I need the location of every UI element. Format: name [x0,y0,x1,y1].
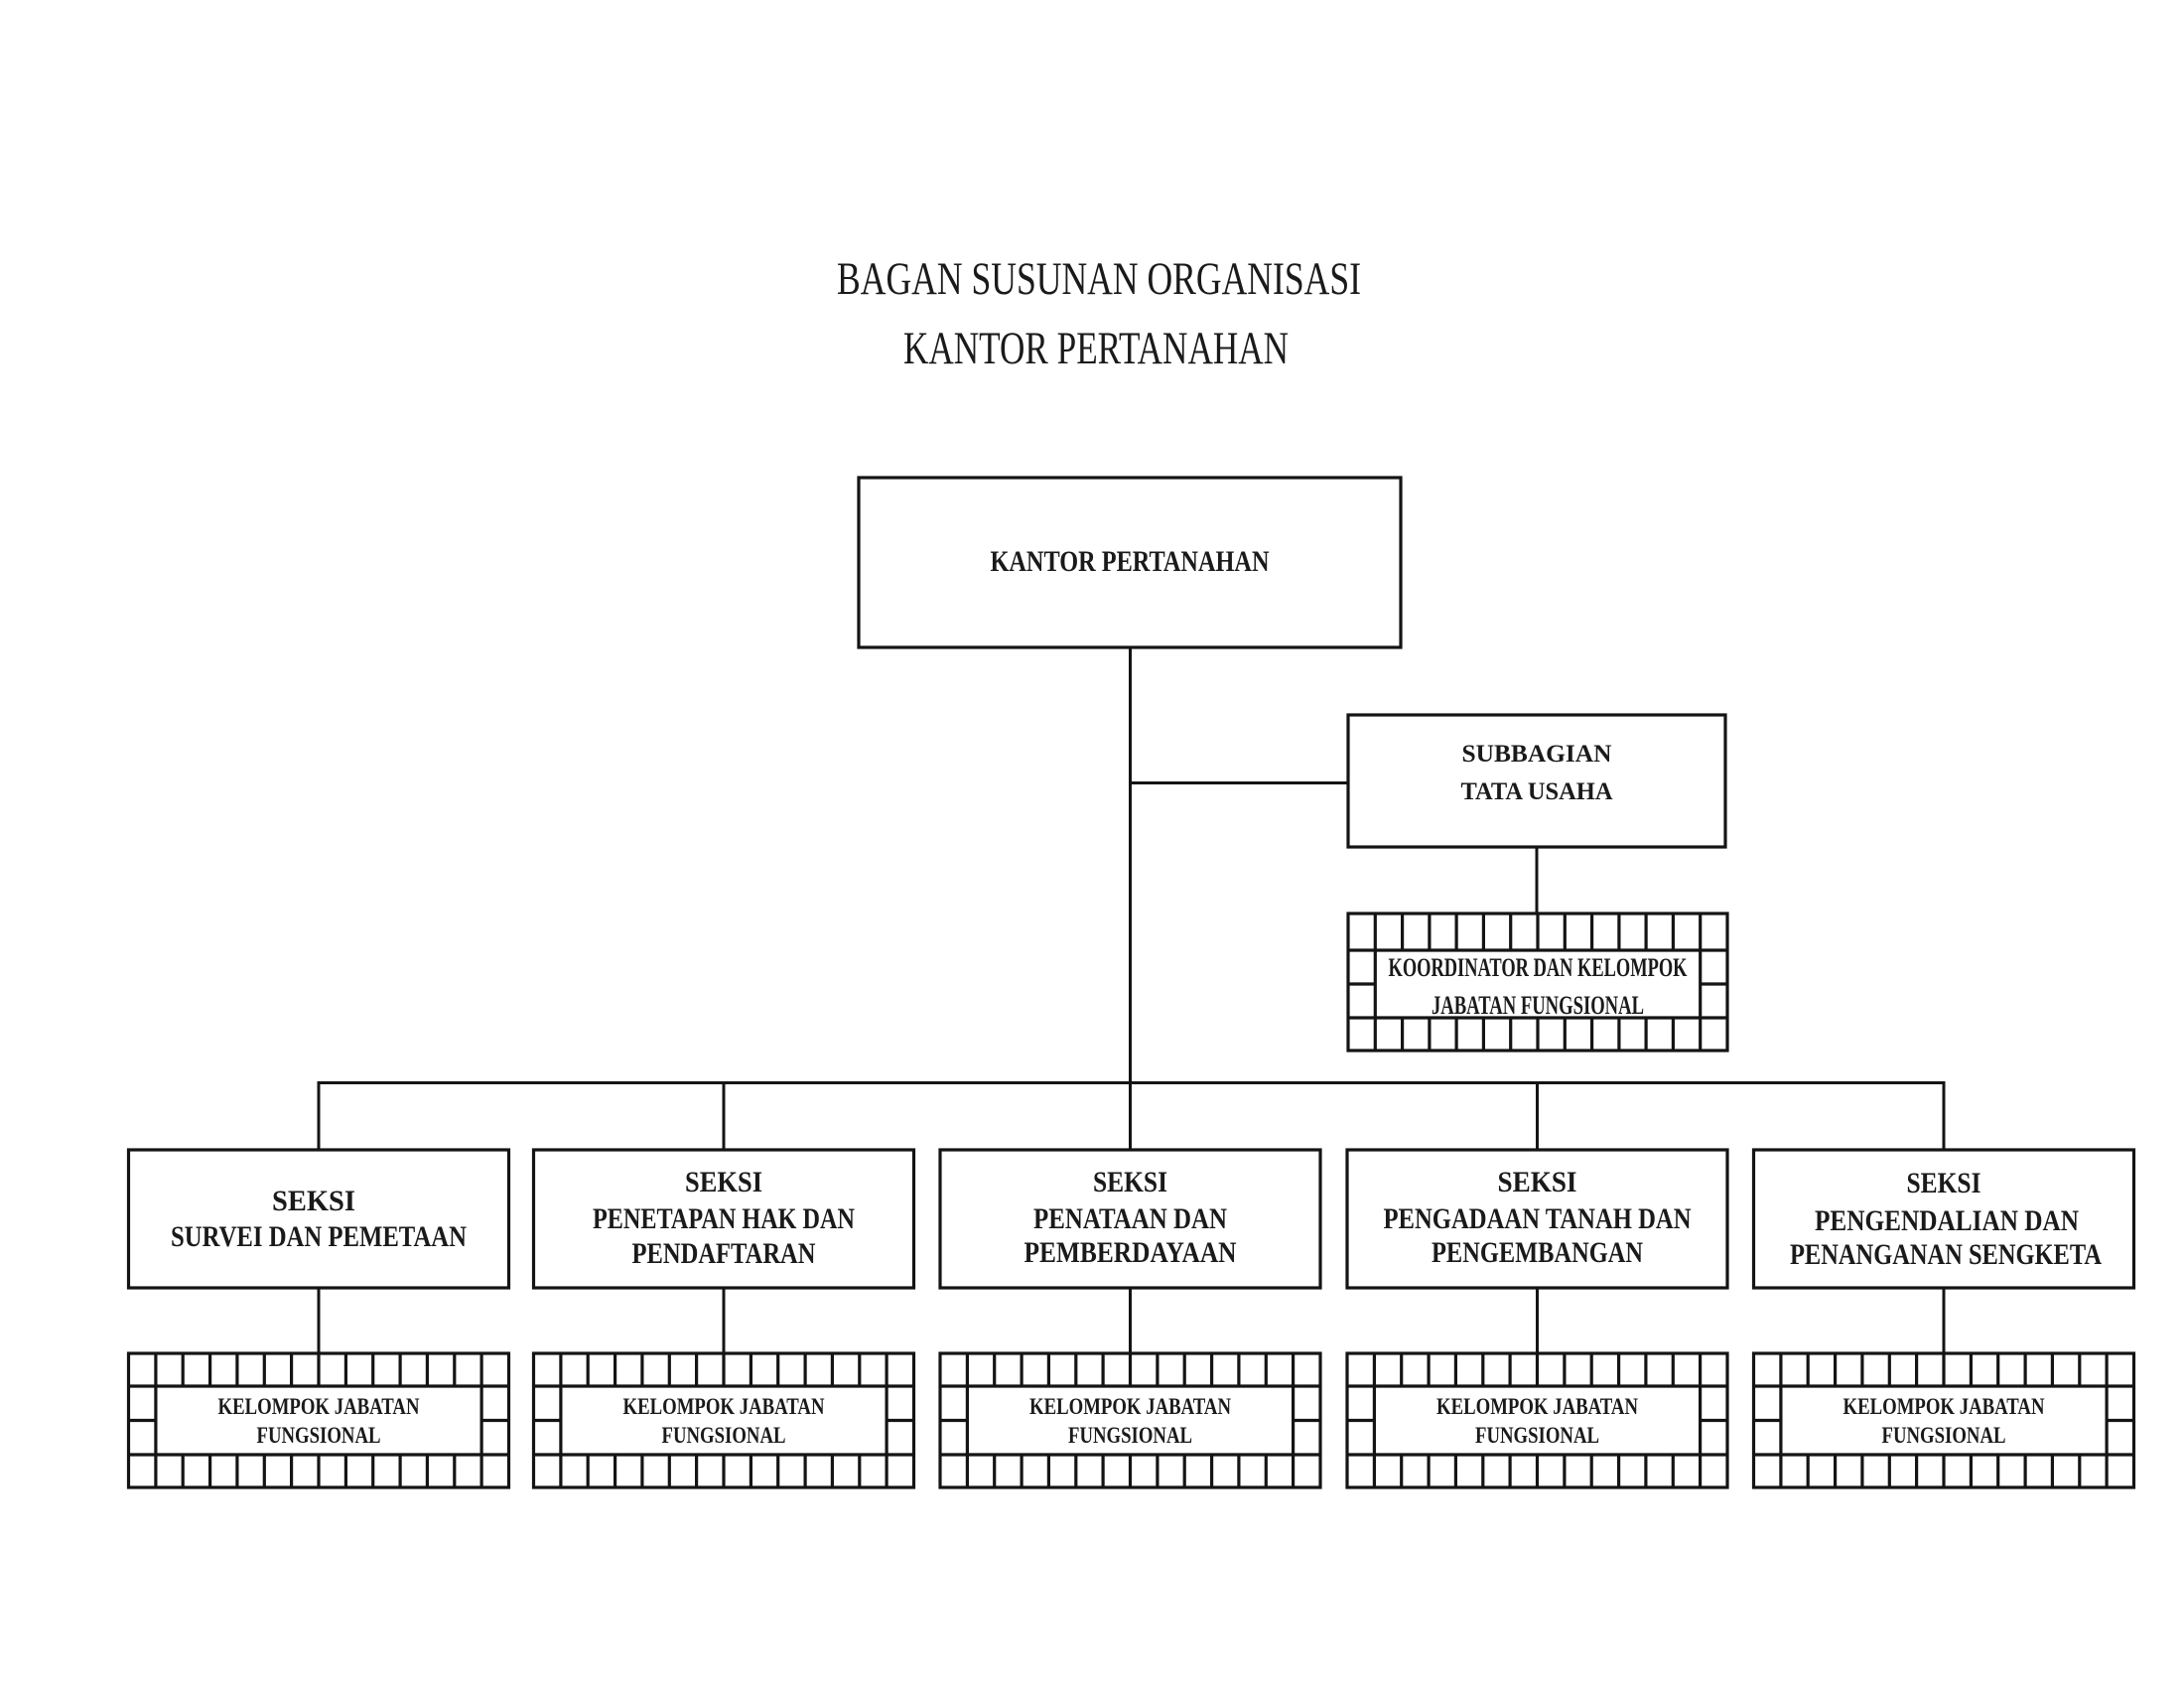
svg-text:KELOMPOK JABATAN: KELOMPOK JABATAN [1843,1394,2045,1419]
svg-text:PENETAPAN HAK DAN: PENETAPAN HAK DAN [593,1202,855,1235]
svg-text:SURVEI DAN PEMETAAN: SURVEI DAN PEMETAAN [171,1220,467,1253]
svg-text:KELOMPOK JABATAN: KELOMPOK JABATAN [1436,1394,1638,1419]
svg-text:JABATAN FUNGSIONAL: JABATAN FUNGSIONAL [1432,991,1644,1020]
svg-text:SEKSI: SEKSI [1498,1166,1577,1198]
svg-text:SEKSI: SEKSI [272,1185,355,1217]
svg-text:FUNGSIONAL: FUNGSIONAL [257,1423,381,1448]
svg-text:KOORDINATOR DAN KELOMPOK: KOORDINATOR DAN KELOMPOK [1389,953,1689,982]
svg-text:KELOMPOK JABATAN: KELOMPOK JABATAN [218,1394,420,1419]
svg-text:KELOMPOK JABATAN: KELOMPOK JABATAN [623,1394,825,1419]
svg-text:KANTOR PERTANAHAN: KANTOR PERTANAHAN [991,546,1270,578]
svg-text:SEKSI: SEKSI [1093,1166,1167,1198]
svg-text:FUNGSIONAL: FUNGSIONAL [662,1423,786,1448]
svg-text:KANTOR PERTANAHAN: KANTOR PERTANAHAN [903,323,1289,374]
svg-text:SUBBAGIAN: SUBBAGIAN [1462,741,1612,768]
svg-text:FUNGSIONAL: FUNGSIONAL [1882,1423,2006,1448]
svg-text:PENGEMBANGAN: PENGEMBANGAN [1432,1236,1643,1269]
svg-text:SEKSI: SEKSI [685,1166,762,1198]
svg-text:BAGAN SUSUNAN ORGANISASI: BAGAN SUSUNAN ORGANISASI [837,253,1361,305]
svg-text:PEMBERDAYAAN: PEMBERDAYAAN [1024,1236,1237,1269]
svg-text:PENGADAAN TANAH DAN: PENGADAAN TANAH DAN [1384,1202,1692,1235]
svg-text:FUNGSIONAL: FUNGSIONAL [1475,1423,1599,1448]
svg-text:FUNGSIONAL: FUNGSIONAL [1068,1423,1192,1448]
svg-text:TATA USAHA: TATA USAHA [1461,778,1613,805]
svg-text:PENGENDALIAN DAN: PENGENDALIAN DAN [1815,1204,2079,1237]
svg-text:KELOMPOK JABATAN: KELOMPOK JABATAN [1029,1394,1231,1419]
svg-text:PENANGANAN SENGKETA: PENANGANAN SENGKETA [1790,1238,2102,1271]
svg-text:PENDAFTARAN: PENDAFTARAN [632,1237,816,1270]
svg-text:PENATAAN DAN: PENATAAN DAN [1033,1202,1227,1235]
svg-text:SEKSI: SEKSI [1907,1167,1981,1199]
